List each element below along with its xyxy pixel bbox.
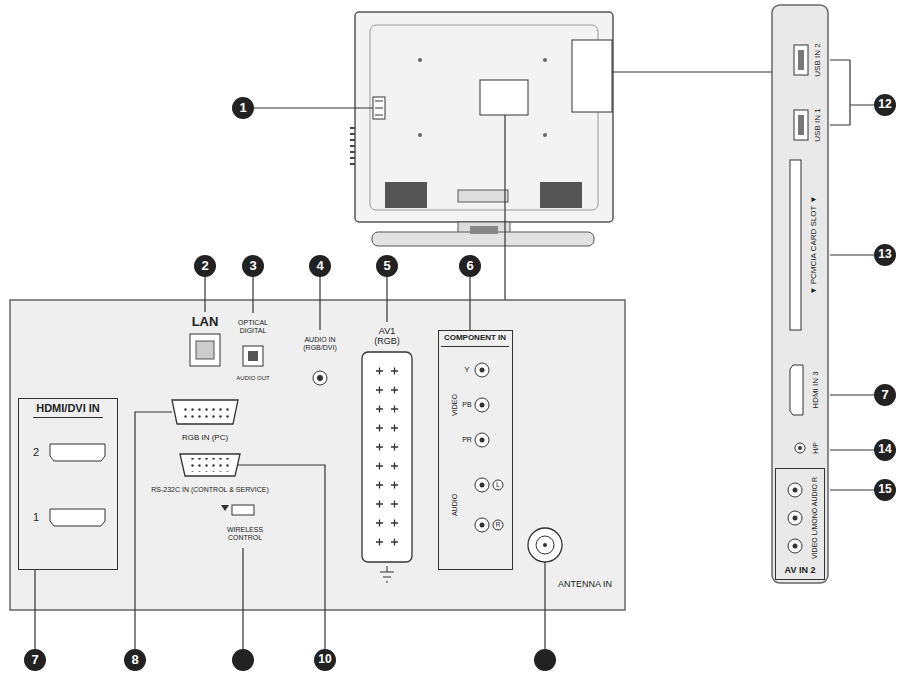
port-label: H/P	[812, 442, 820, 454]
callout-number: 15	[878, 483, 891, 496]
port-label: VIDEO	[451, 394, 459, 416]
pin-label: PB	[462, 401, 471, 409]
port-label: AV1 (RGB)	[369, 327, 405, 347]
port-number: 2	[33, 446, 39, 458]
port-label: AUDIO OUT	[236, 375, 269, 382]
callout-number: 10	[318, 653, 331, 666]
port-label: VIDEO L/MONO AUDIO R	[811, 477, 819, 559]
port-number: 1	[33, 511, 39, 523]
callout-number: 8	[131, 653, 138, 667]
port-label: RS-232C IN (CONTROL & SERVICE)	[151, 486, 268, 494]
port-label: AUDIO	[451, 494, 459, 516]
callout-disc	[24, 94, 896, 671]
callout-number: 5	[383, 259, 390, 273]
callout-number: 1	[239, 101, 246, 115]
port-label: LAN	[192, 315, 219, 329]
connector-group: HDMI/DVI IN	[18, 398, 118, 570]
port-label: USB IN 1	[814, 108, 823, 141]
callout-number: 7	[881, 388, 888, 402]
callout-number: 12	[878, 98, 891, 111]
port-label: HDMI IN 3	[812, 371, 821, 408]
callout-number: 3	[249, 259, 256, 273]
port-label: USB IN 2	[814, 43, 823, 76]
port-label: OPTICAL DIGITAL	[232, 319, 274, 334]
callout-number: 2	[201, 259, 208, 273]
pin-label: L	[496, 481, 500, 489]
port-label: RGB IN (PC)	[182, 434, 228, 443]
port-label: ANTENNA IN	[558, 580, 612, 590]
callout-number: 6	[466, 259, 473, 273]
rear-panel	[10, 300, 625, 610]
pin-label: Y	[464, 366, 469, 375]
callout-number: 14	[878, 443, 891, 456]
callout-number: 13	[878, 248, 891, 261]
port-label: WIRELESS CONTROL	[220, 526, 270, 541]
group-heading: COMPONENT IN	[441, 331, 509, 347]
side-panel	[772, 5, 828, 583]
port-label: AUDIO IN (RGB/DVI)	[295, 336, 345, 351]
callout-number: 7	[31, 653, 38, 667]
group-heading: HDMI/DVI IN	[33, 399, 103, 418]
callout-number: 4	[316, 259, 323, 273]
pin-label: PR	[462, 436, 472, 444]
group-heading: AV IN 2	[782, 563, 819, 579]
tv-body	[350, 12, 613, 246]
connector-group: COMPONENT IN	[438, 330, 513, 570]
port-label: ▼ PCMCIA CARD SLOT ▼	[810, 196, 819, 295]
pin-label: R	[495, 521, 500, 529]
